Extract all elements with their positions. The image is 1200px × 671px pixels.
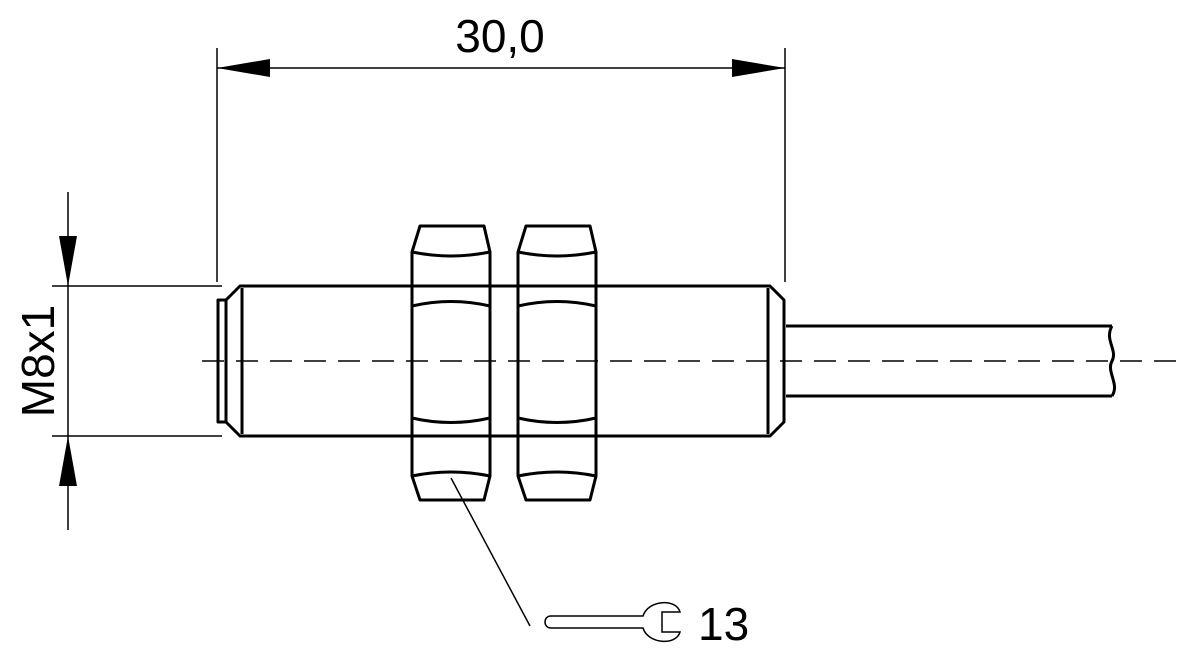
cable-break-line (1107, 325, 1117, 397)
wrench-icon (544, 602, 681, 642)
wrench-leader-line (450, 477, 531, 627)
nut-1-chamfer-top (411, 250, 491, 258)
hex-nut-2 (516, 224, 598, 502)
hex-nut-1 (410, 224, 492, 502)
thread-dimension-label: M8x1 (12, 305, 64, 417)
nut-1-outline (410, 224, 492, 502)
wrench-size-callout: 13 (450, 477, 749, 650)
nut-1-chamfer-bottom (411, 470, 491, 478)
length-dimension: 30,0 (216, 10, 786, 282)
length-arrow-right (732, 59, 785, 77)
thread-arrow-bottom (59, 436, 77, 486)
nut-2-chamfer-bottom (517, 470, 597, 478)
thread-dimension: M8x1 (12, 192, 222, 530)
nut-1-flat-edge-bottom (411, 416, 491, 424)
nut-2-chamfer-top (517, 250, 597, 258)
thread-arrow-top (59, 236, 77, 286)
wrench-size-label: 13 (698, 598, 749, 650)
nut-2-outline (516, 224, 598, 502)
threaded-barrel (224, 284, 786, 438)
length-dimension-label: 30,0 (455, 10, 545, 62)
nut-2-flat-edge-top (517, 300, 597, 308)
length-arrow-left (217, 59, 270, 77)
nut-2-flat-edge-bottom (517, 416, 597, 424)
nut-1-flat-edge-top (411, 300, 491, 308)
cable (786, 324, 1117, 398)
